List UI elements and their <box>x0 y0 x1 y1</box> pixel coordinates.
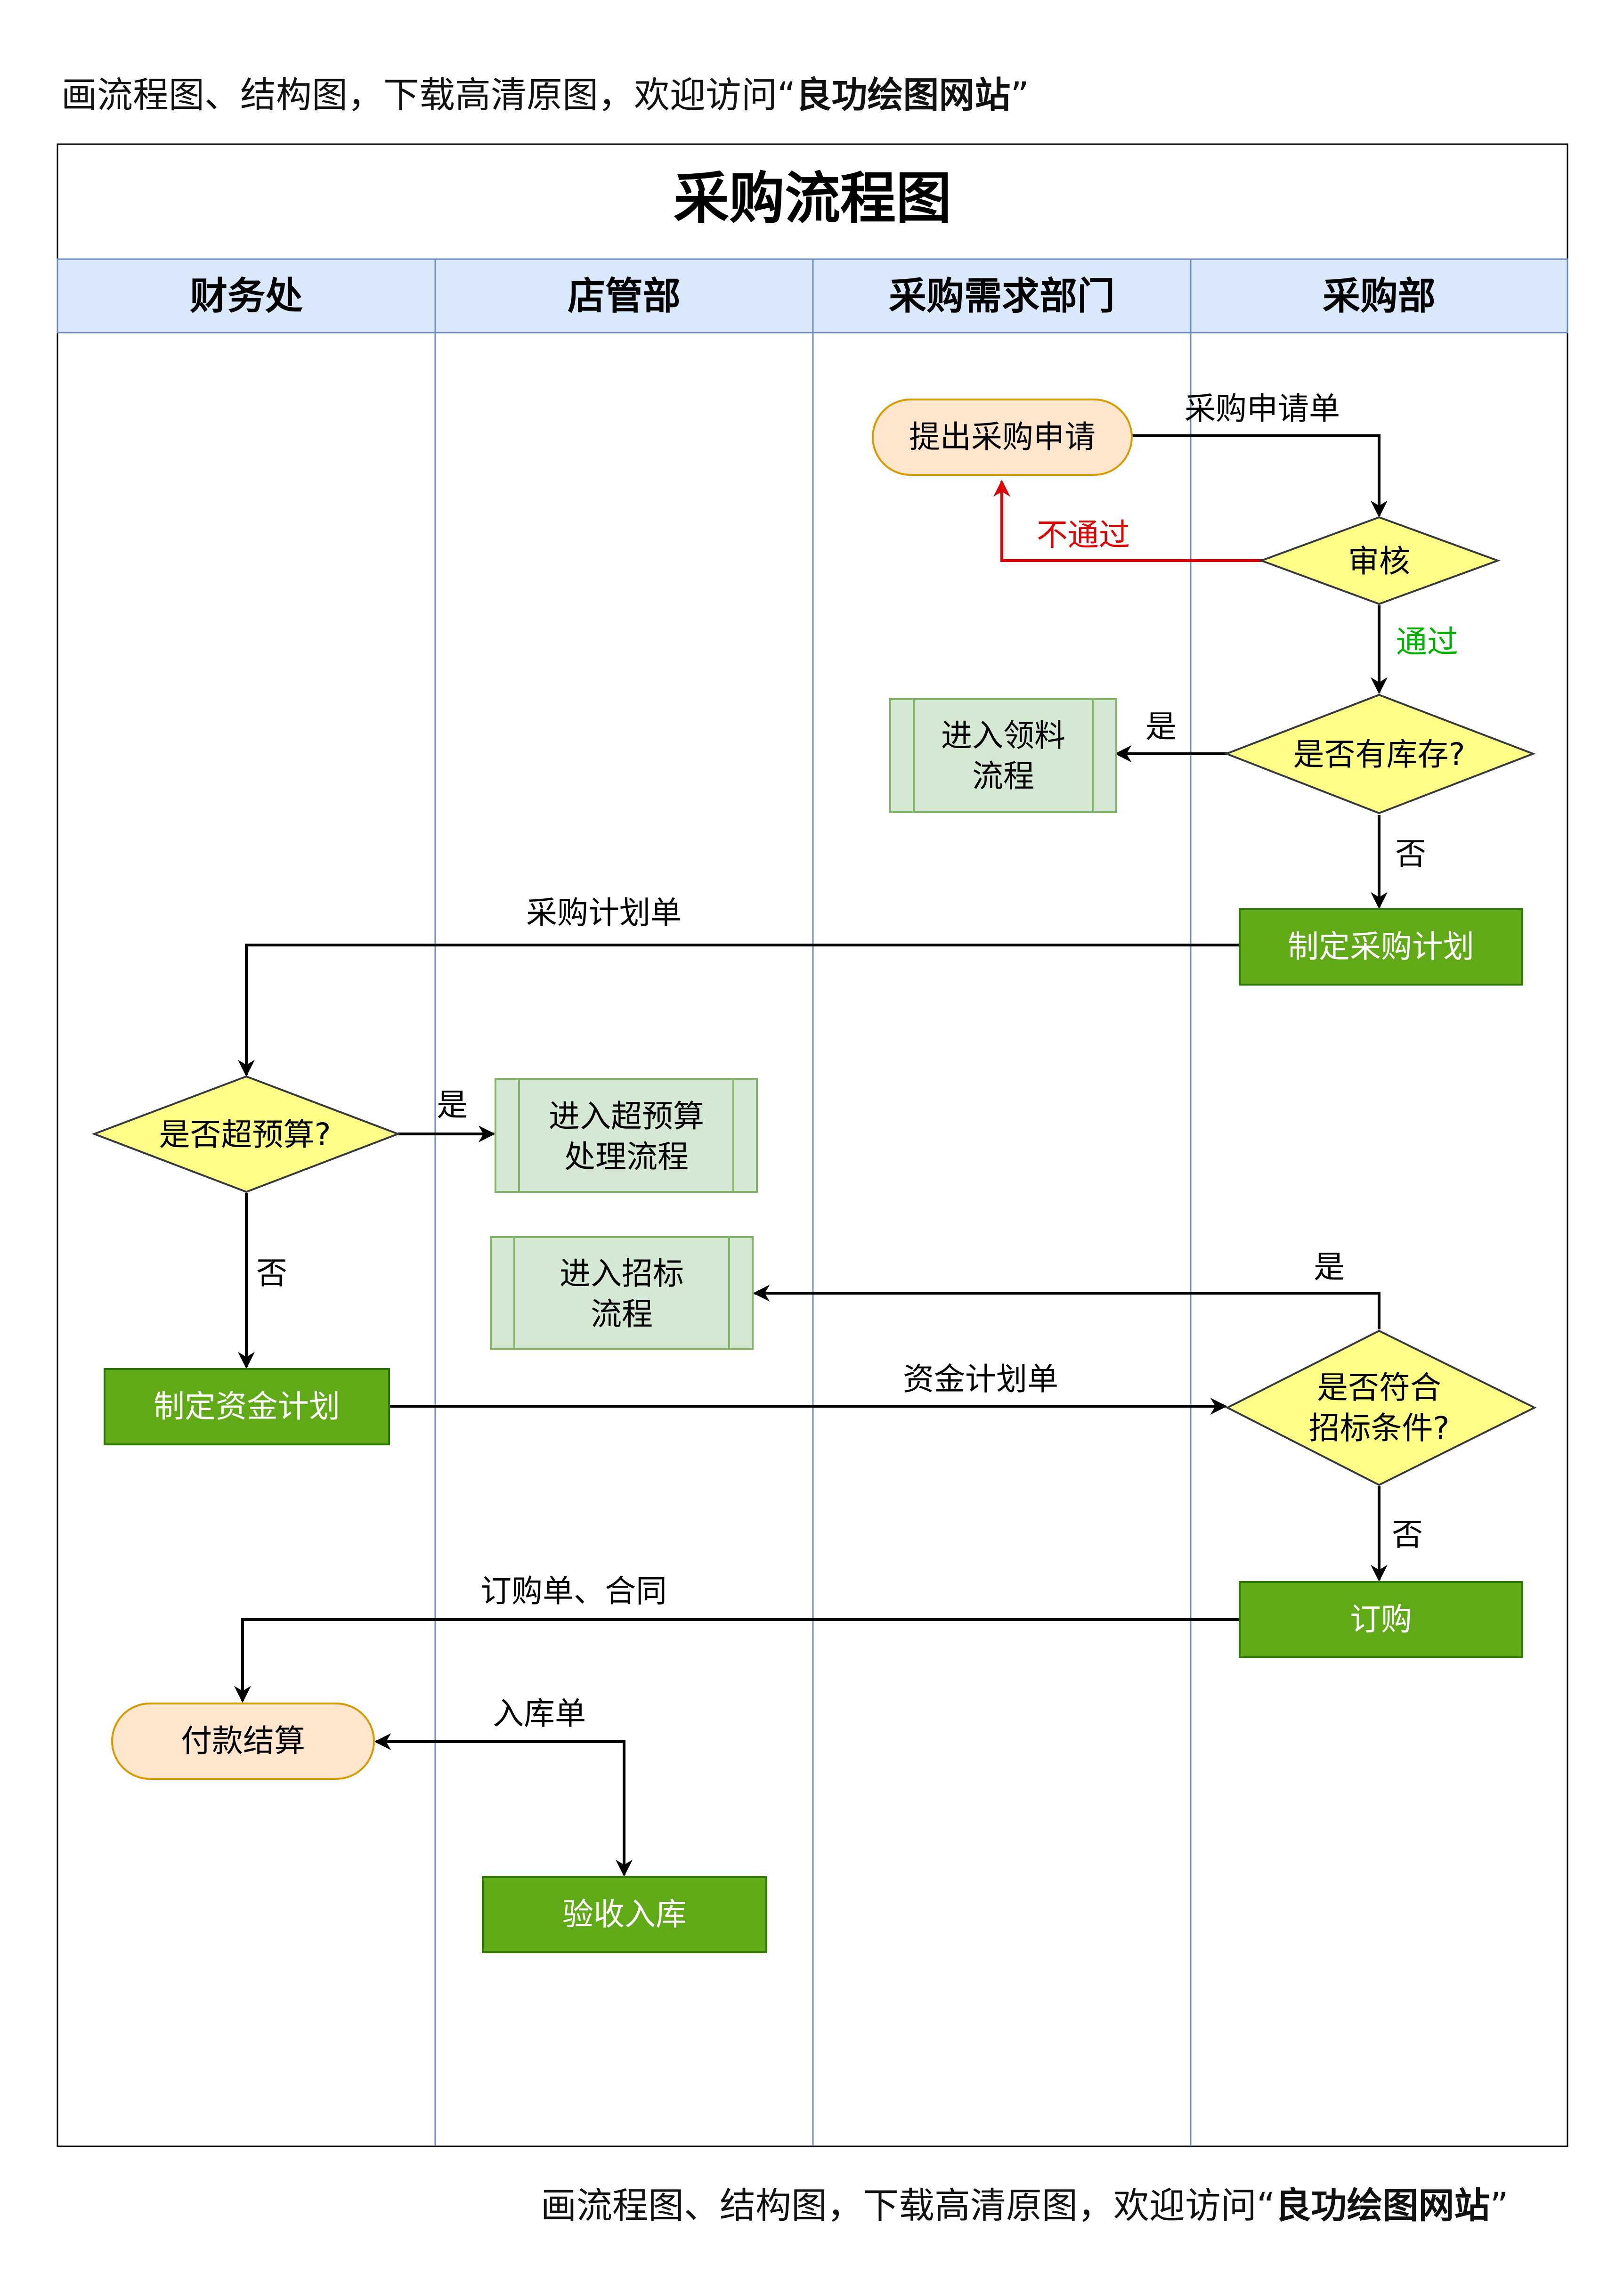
label-fund-form: 资金计划单 <box>903 1361 1058 1397</box>
lane-store-management: 店管部 <box>568 274 681 318</box>
svg-text:是否符合: 是否符合 <box>1317 1369 1441 1406</box>
edge-bid-yes <box>753 1285 1380 1329</box>
node-order: 订购 <box>1239 1581 1523 1658</box>
connectors <box>234 434 1388 1877</box>
svg-text:进入招标: 进入招标 <box>560 1255 684 1292</box>
svg-text:是否超预算?: 是否超预算? <box>159 1117 331 1153</box>
node-acceptance: 验收入库 <box>482 1876 767 1953</box>
svg-text:流程: 流程 <box>972 758 1034 794</box>
label-budget-no: 否 <box>256 1255 287 1291</box>
svg-text:制定采购计划: 制定采购计划 <box>1288 929 1474 965</box>
label-pass: 通过 <box>1396 624 1458 660</box>
edge-order-to-payment <box>234 1618 1239 1703</box>
svg-text:是否有库存?: 是否有库存? <box>1293 736 1465 773</box>
edge-payment-acceptance <box>374 1733 633 1877</box>
label-order-form: 订购单、合同 <box>480 1573 667 1609</box>
svg-text:流程: 流程 <box>591 1296 653 1332</box>
node-over-budget-flow: 进入超预算 处理流程 <box>495 1078 758 1193</box>
label-bid-yes: 是 <box>1314 1249 1345 1285</box>
label-bid-no: 否 <box>1392 1516 1423 1553</box>
node-in-stock: 是否有库存? <box>1224 693 1536 815</box>
label-budget-yes: 是 <box>437 1087 468 1123</box>
edge-request-to-review <box>1131 434 1388 518</box>
node-over-budget: 是否超预算? <box>91 1075 401 1193</box>
lane-requesting-dept: 采购需求部门 <box>889 274 1115 318</box>
diagram-title: 采购流程图 <box>674 166 951 231</box>
svg-text:招标条件?: 招标条件? <box>1308 1410 1449 1446</box>
edge-review-reject <box>993 480 1263 562</box>
node-submit-request: 提出采购申请 <box>872 399 1133 476</box>
label-request-form: 采购申请单 <box>1185 391 1340 427</box>
svg-text:订购: 订购 <box>1350 1601 1412 1638</box>
svg-text:进入领料: 进入领料 <box>941 717 1065 754</box>
lane-purchasing-dept: 采购部 <box>1323 274 1436 318</box>
node-payment: 付款结算 <box>111 1703 375 1780</box>
nodes: 提出采购申请 审核 是否有库存? 进入领料 流程 制定采购计划 是否超 <box>91 399 1537 1953</box>
label-reject: 不通过 <box>1037 517 1130 553</box>
node-review: 审核 <box>1259 516 1501 605</box>
node-material-flow: 进入领料 流程 <box>889 698 1117 813</box>
node-fund-plan: 制定资金计划 <box>104 1368 390 1445</box>
label-stock-no: 否 <box>1395 836 1426 872</box>
svg-text:提出采购申请: 提出采购申请 <box>909 419 1096 455</box>
node-bidding-flow: 进入招标 流程 <box>490 1236 754 1350</box>
svg-text:处理流程: 处理流程 <box>564 1139 689 1175</box>
svg-text:制定资金计划: 制定资金计划 <box>154 1388 340 1425</box>
label-stock-yes: 是 <box>1145 709 1177 745</box>
lane-finance: 财务处 <box>190 274 303 318</box>
label-plan-form: 采购计划单 <box>526 895 682 931</box>
svg-text:验收入库: 验收入库 <box>562 1896 687 1932</box>
node-bidding-condition: 是否符合 招标条件? <box>1225 1329 1537 1486</box>
banner-top: 画流程图、结构图，下载高清原图，欢迎访问“良功绘图网站” <box>61 74 1029 116</box>
svg-text:进入超预算: 进入超预算 <box>549 1098 704 1134</box>
svg-text:付款结算: 付款结算 <box>181 1723 305 1759</box>
svg-text:审核: 审核 <box>1348 543 1410 579</box>
banner-bottom: 画流程图、结构图，下载高清原图，欢迎访问“良功绘图网站” <box>541 2184 1509 2226</box>
node-make-plan: 制定采购计划 <box>1239 908 1523 986</box>
edge-labels: 采购申请单 不通过 通过 是 否 采购计划单 是 否 是 资金计划单 否 订购单… <box>256 391 1458 1732</box>
label-warehouse-form: 入库单 <box>493 1695 586 1732</box>
edge-plan-to-budget <box>238 944 1239 1077</box>
